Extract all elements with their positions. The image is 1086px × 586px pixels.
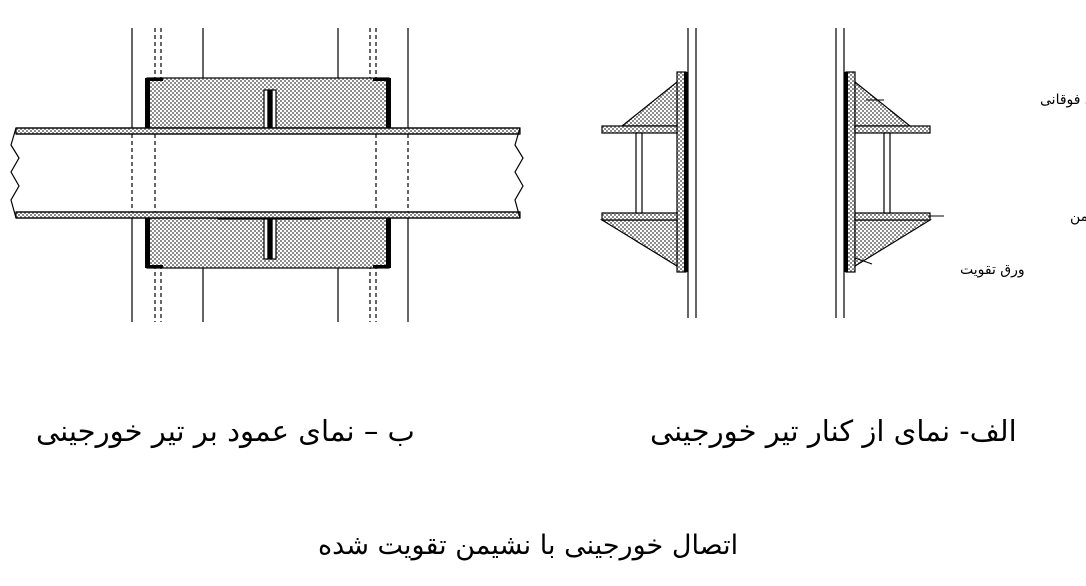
view-b-drawing	[10, 28, 524, 322]
stiffener-plates	[676, 71, 856, 273]
view-alef-drawing	[599, 28, 944, 318]
top-left-gusset	[620, 80, 678, 127]
label-horizontal-seat-plate: ورق افقی نشیمن	[1070, 209, 1086, 225]
bottom-left-gusset	[599, 219, 678, 268]
top-right-gusset	[854, 80, 912, 127]
central-column	[687, 28, 845, 318]
label-top-seat-plate: ورق لچکی فوقانی	[1040, 92, 1086, 108]
caption-view-b: ب – نمای عمود بر تیر خورجینی	[36, 414, 415, 448]
bottom-right-gusset	[854, 219, 933, 268]
double-beam	[10, 127, 524, 219]
upper-stiffener	[263, 89, 277, 129]
caption-view-alef: الف- نمای از کنار تیر خورجینی	[650, 414, 1017, 448]
main-title: اتصال خورجینی با نشیمن تقویت شده	[318, 530, 739, 561]
left-beam-section	[601, 125, 678, 221]
leader-lines	[854, 99, 944, 265]
view-b-welds	[145, 78, 391, 268]
label-stiffener-plate: ورق تقویت	[960, 262, 1025, 278]
right-beam-section	[854, 125, 931, 221]
